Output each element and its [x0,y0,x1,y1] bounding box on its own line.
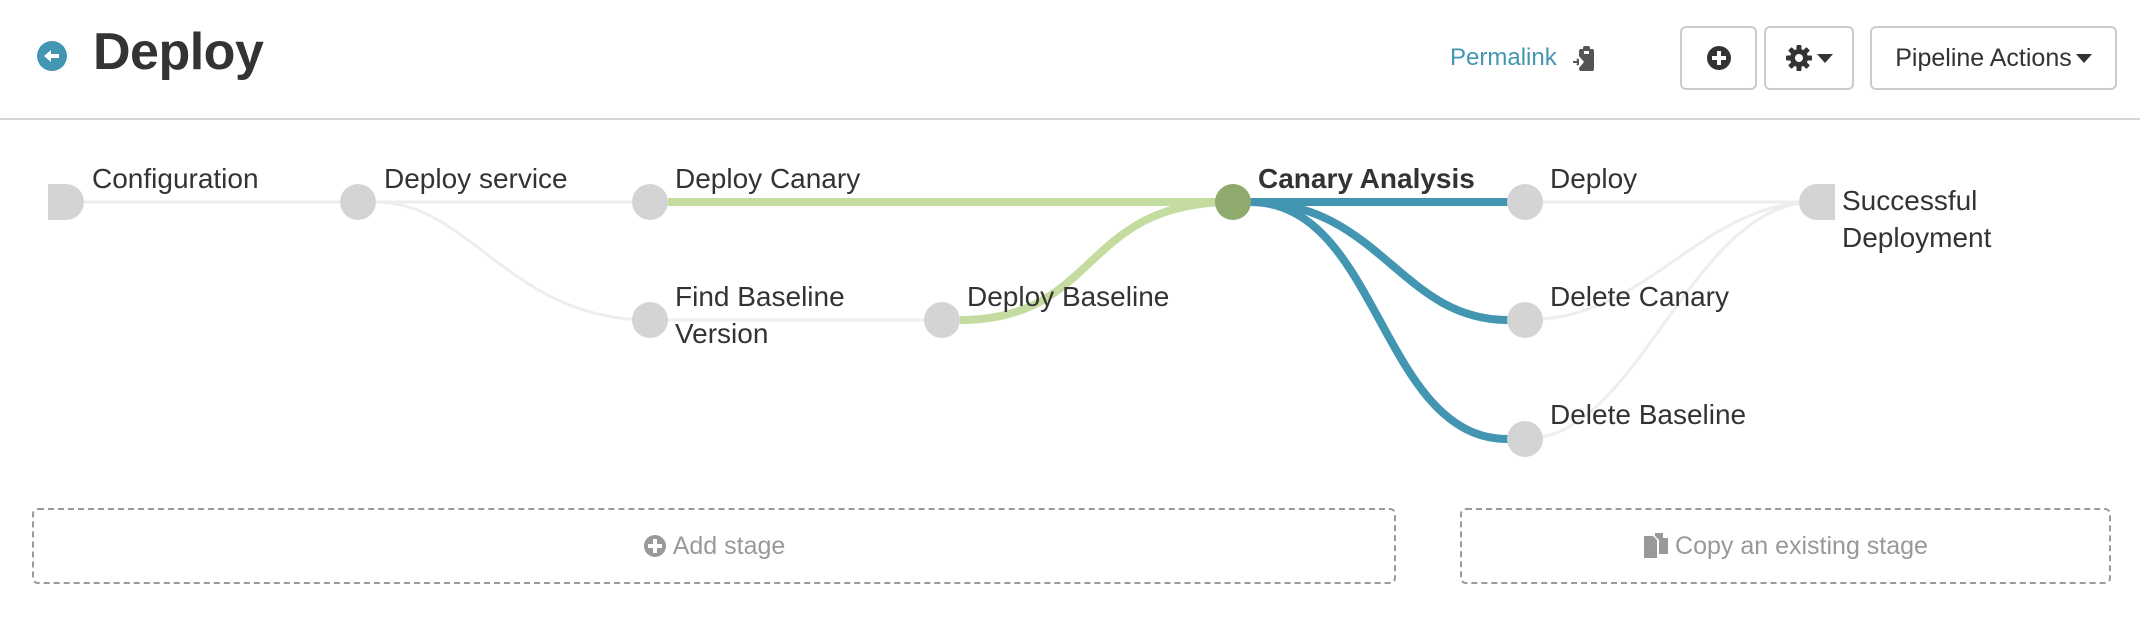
pipeline-actions-dropdown[interactable]: Pipeline Actions [1870,26,2117,90]
copy-stage-label: Copy an existing stage [1675,531,1928,560]
stage-label-deploy-service[interactable]: Deploy service [384,163,568,194]
stage-node-deploy-service[interactable] [340,184,376,220]
pipeline-actions-label: Pipeline Actions [1895,43,2072,72]
stage-label-canary-analysis[interactable]: Canary Analysis [1258,163,1475,194]
back-arrow-icon[interactable] [37,41,67,71]
page-header: Deploy Permalink [0,0,2140,120]
stage-label-delete-canary[interactable]: Delete Canary [1550,281,1729,312]
stage-label-deploy-canary[interactable]: Deploy Canary [675,163,861,194]
plus-circle-icon [643,534,667,558]
stage-label-configuration[interactable]: Configuration [92,163,259,194]
stage-label-line2: Deployment [1842,222,1992,253]
stage-node-deploy-baseline[interactable] [924,302,960,338]
chevron-down-icon [1817,53,1833,63]
stage-node-configuration[interactable] [48,184,84,220]
clipboard-icon[interactable] [1570,43,1600,73]
stage-label-line1: Successful [1842,185,1978,216]
pipeline-graph: Configuration Deploy service Deploy Cana… [0,122,2140,482]
stage-label-delete-baseline[interactable]: Delete Baseline [1550,399,1747,430]
plus-circle-icon [1706,46,1731,70]
gear-icon [1786,45,1812,71]
stage-node-successful-deployment[interactable] [1799,184,1835,220]
add-button[interactable] [1680,26,1757,90]
stage-label-deploy[interactable]: Deploy [1550,163,1638,194]
copy-icon [1643,532,1669,560]
settings-dropdown-button[interactable] [1764,26,1854,90]
stage-label-line2: Version [675,318,769,349]
add-stage-label: Add stage [672,531,786,560]
page-title: Deploy [93,23,264,81]
stage-label-successful-deployment[interactable]: Successful Deployment [1842,182,1991,256]
pipeline-edges [66,198,1816,443]
stage-label-line1: Find Baseline [675,281,845,312]
stage-node-find-baseline-version[interactable] [632,302,668,338]
stage-label-find-baseline-version[interactable]: Find Baseline Version [675,278,845,352]
stage-node-deploy[interactable] [1507,184,1543,220]
stage-node-delete-baseline[interactable] [1507,421,1543,457]
add-stage-button[interactable]: Add stage [32,508,1396,584]
chevron-down-icon [2075,53,2092,63]
stage-node-canary-analysis[interactable] [1215,184,1251,220]
stage-label-deploy-baseline[interactable]: Deploy Baseline [967,281,1170,312]
stage-node-delete-canary[interactable] [1507,302,1543,338]
copy-existing-stage-button[interactable]: Copy an existing stage [1460,508,2111,584]
permalink-link[interactable]: Permalink [1450,44,1557,71]
stage-node-deploy-canary[interactable] [632,184,668,220]
